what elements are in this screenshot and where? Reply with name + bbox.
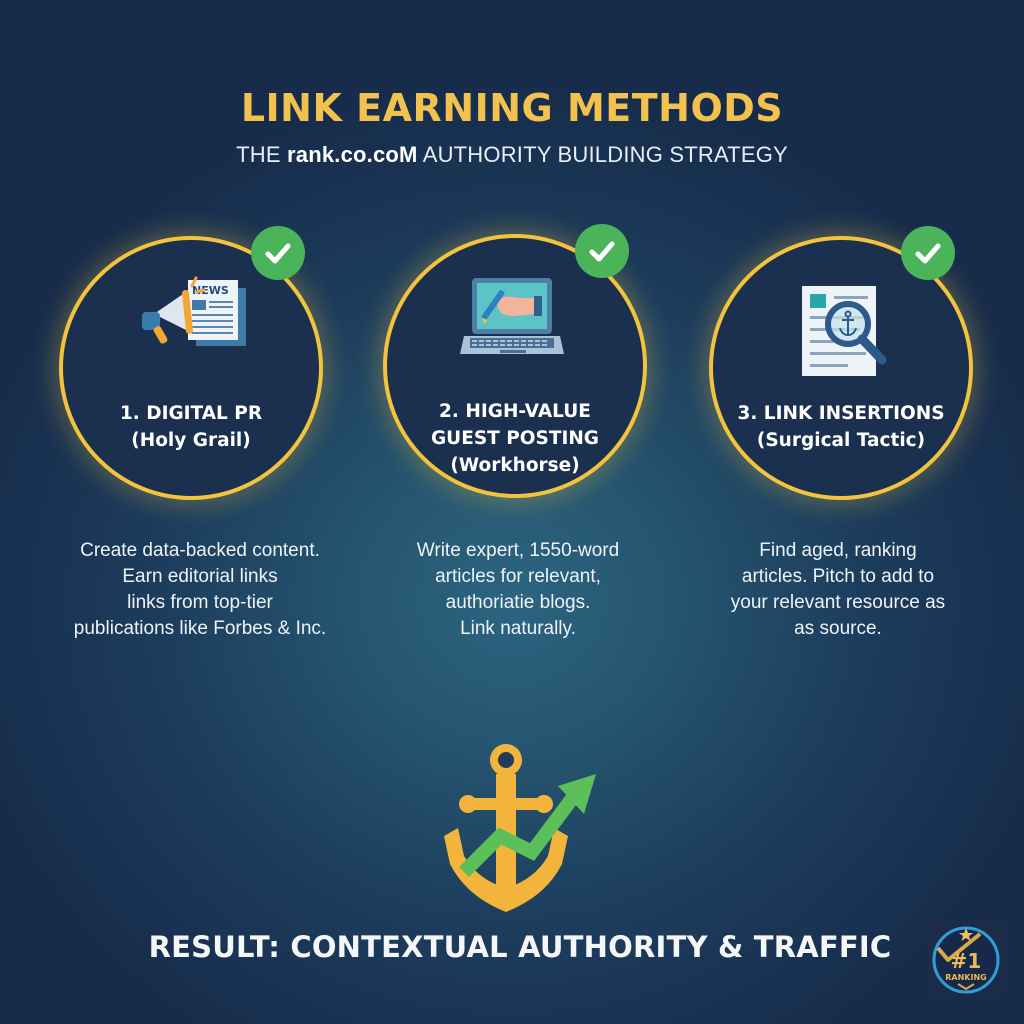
method-title: 3. LINK INSERTIONS — [737, 403, 945, 424]
method-card-link-insertions: 3. LINK INSERTIONS (Surgical Tactic) — [709, 226, 973, 500]
checkmark-icon — [251, 226, 305, 280]
method-description-link-insertions: Find aged, ranking articles. Pitch to ad… — [678, 538, 998, 642]
anchor-growth-arrow-icon — [438, 740, 602, 921]
method-card-guest-posting: 2. HIGH-VALUE GUEST POSTING (Workhorse) — [383, 224, 647, 498]
description-line: Link naturally. — [460, 618, 576, 639]
document-magnifier-anchor-icon — [713, 282, 969, 378]
subtitle-prefix: THE — [236, 142, 288, 167]
description-line: Earn editorial links — [122, 566, 278, 587]
description-line: Create data-backed content. — [80, 540, 320, 561]
subtitle-brand: rank.co.coM — [287, 142, 418, 167]
description-line: links from top-tier — [127, 592, 273, 613]
number-one-ranking-badge-icon: #1 RANKING — [928, 920, 1004, 996]
description-line: authoriatie blogs. — [445, 592, 591, 613]
badge-label: RANKING — [945, 973, 986, 982]
description-line: as source. — [794, 618, 882, 639]
subtitle-suffix: AUTHORITY BUILDING STRATEGY — [417, 142, 788, 167]
news-label: NEWS — [192, 284, 229, 297]
description-line: articles for relevant, — [435, 566, 601, 587]
laptop-writing-icon — [387, 274, 643, 364]
description-line: Write expert, 1550-word — [416, 540, 620, 561]
method-description-guest-posting: Write expert, 1550-word articles for rel… — [358, 538, 678, 642]
checkmark-icon — [901, 226, 955, 280]
badge-number: #1 — [951, 949, 982, 973]
checkmark-icon — [575, 224, 629, 278]
megaphone-newspaper-icon: NEWS — [63, 270, 319, 360]
description-line: Find aged, ranking — [759, 540, 917, 561]
method-subtitle: (Workhorse) — [450, 455, 580, 476]
page-title: LINK EARNING METHODS — [240, 86, 784, 130]
result-statement: RESULT: CONTEXTUAL AUTHORITY & TRAFFIC — [148, 930, 892, 964]
description-line: your relevant resource as — [730, 592, 946, 613]
description-line: articles. Pitch to add to — [741, 566, 935, 587]
method-title: 1. DIGITAL PR — [119, 403, 263, 424]
method-subtitle: (Holy Grail) — [131, 430, 251, 451]
method-title-line2: GUEST POSTING — [430, 428, 599, 449]
method-subtitle: (Surgical Tactic) — [756, 430, 926, 451]
method-card-digital-pr: NEWS 1. DIGITAL PR (Holy Grail) — [59, 226, 323, 500]
page-subtitle: THE rank.co.coM AUTHORITY BUILDING STRAT… — [0, 142, 1024, 168]
description-line: publications like Forbes & Inc. — [73, 618, 327, 639]
method-title: 2. HIGH-VALUE — [439, 401, 591, 422]
method-description-digital-pr: Create data-backed content. Earn editori… — [40, 538, 360, 642]
